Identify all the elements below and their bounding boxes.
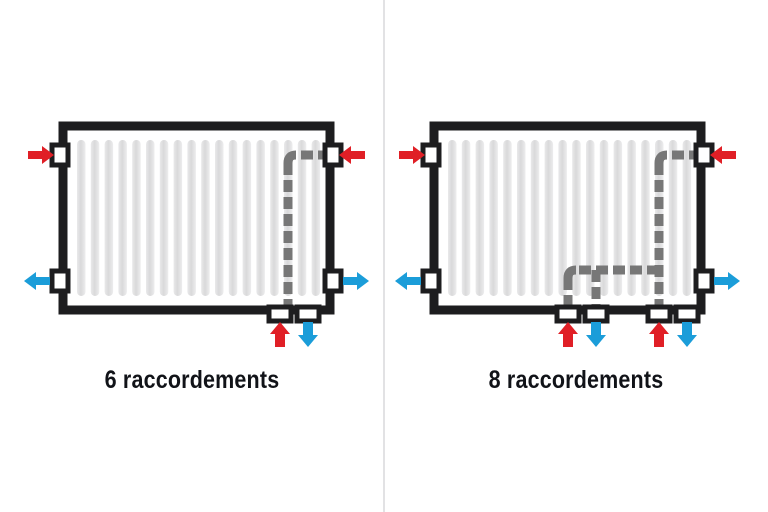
connector-bottom-right	[693, 268, 715, 294]
arrow-return-underside-right	[677, 322, 697, 347]
arrow-supply-top-right	[339, 146, 365, 164]
arrow-supply-top-left	[399, 146, 425, 164]
connector-bottom-left	[420, 268, 442, 294]
arrow-supply-top-left	[28, 146, 54, 164]
panel-6-connections: 6 raccordements	[24, 121, 369, 394]
connector-top-left	[420, 142, 442, 168]
connector-top-right	[693, 142, 715, 168]
caption-right: 8 raccordements	[488, 366, 664, 394]
panel-8-connections: 8 raccordements	[384, 0, 768, 512]
connector-underside-center-supply	[554, 304, 582, 324]
arrow-supply-top-right	[710, 146, 736, 164]
connector-underside-right-supply	[645, 304, 673, 324]
radiator-illustration-left	[24, 121, 369, 347]
connector-underside-right-return	[673, 304, 701, 324]
connector-top-left	[49, 142, 71, 168]
arrow-return-bottom-left	[395, 272, 421, 290]
connector-bottom-left	[49, 268, 71, 294]
arrow-return-bottom-right	[343, 272, 369, 290]
panel-divider	[383, 0, 385, 512]
connector-underside-supply	[266, 304, 294, 324]
arrow-supply-underside	[270, 322, 290, 347]
radiator-illustration-right	[395, 121, 740, 347]
connector-underside-return	[294, 304, 322, 324]
arrow-return-underside	[298, 322, 318, 347]
connector-bottom-right	[322, 268, 344, 294]
connector-underside-center-return	[582, 304, 610, 324]
radiator-fins	[77, 140, 321, 296]
arrow-return-underside-center	[586, 322, 606, 347]
caption-left: 6 raccordements	[104, 366, 280, 394]
connector-top-right	[322, 142, 344, 168]
arrow-supply-underside-center	[558, 322, 578, 347]
arrow-return-bottom-right	[714, 272, 740, 290]
arrow-supply-underside-right	[649, 322, 669, 347]
radiator-frame	[58, 121, 335, 315]
arrow-return-bottom-left	[24, 272, 50, 290]
